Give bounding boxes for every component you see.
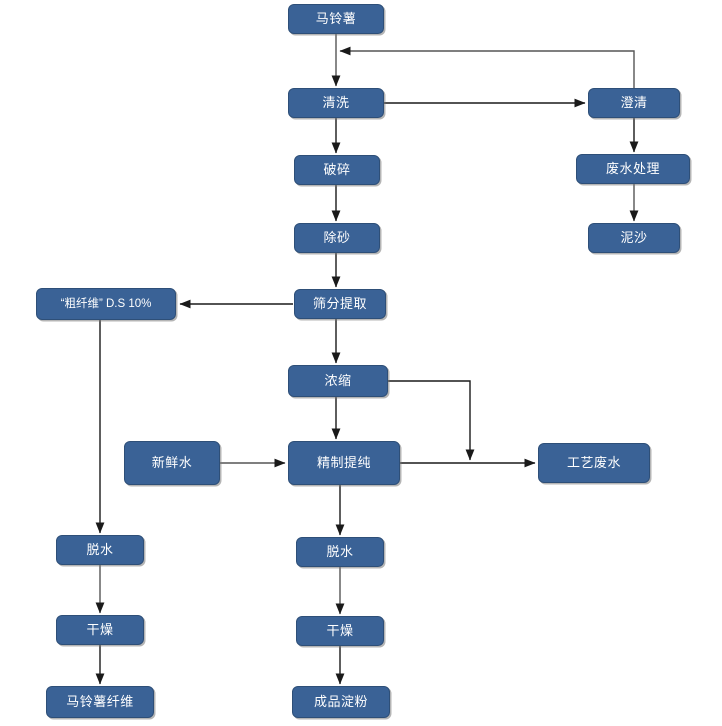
node-coarsefiber[interactable]: “粗纤维” D.S 10%	[36, 288, 176, 320]
node-refining[interactable]: 精制提纯	[288, 441, 400, 485]
node-dewater-right[interactable]: 脱水	[296, 537, 384, 567]
node-crushing[interactable]: 破碎	[294, 155, 380, 185]
node-desanding[interactable]: 除砂	[294, 223, 380, 253]
node-drying-left[interactable]: 干燥	[56, 615, 144, 645]
node-freshwater[interactable]: 新鲜水	[124, 441, 220, 485]
node-silt[interactable]: 泥沙	[588, 223, 680, 253]
node-concentrate[interactable]: 浓缩	[288, 365, 388, 397]
node-clarify[interactable]: 澄清	[588, 88, 680, 118]
node-sieving[interactable]: 筛分提取	[294, 289, 386, 319]
node-dewater-left[interactable]: 脱水	[56, 535, 144, 565]
edge-concentrate-processwaste	[388, 380, 475, 461]
node-drying-right[interactable]: 干燥	[296, 616, 384, 646]
node-starch[interactable]: 成品淀粉	[292, 686, 390, 718]
node-potatofiber[interactable]: 马铃薯纤维	[46, 686, 154, 718]
node-wastewater[interactable]: 废水处理	[576, 154, 690, 184]
node-processwaste[interactable]: 工艺废水	[538, 443, 650, 483]
node-washing[interactable]: 清洗	[288, 88, 384, 118]
edge-clarify-washing-recycle	[339, 46, 635, 88]
node-potato[interactable]: 马铃薯	[288, 4, 384, 34]
